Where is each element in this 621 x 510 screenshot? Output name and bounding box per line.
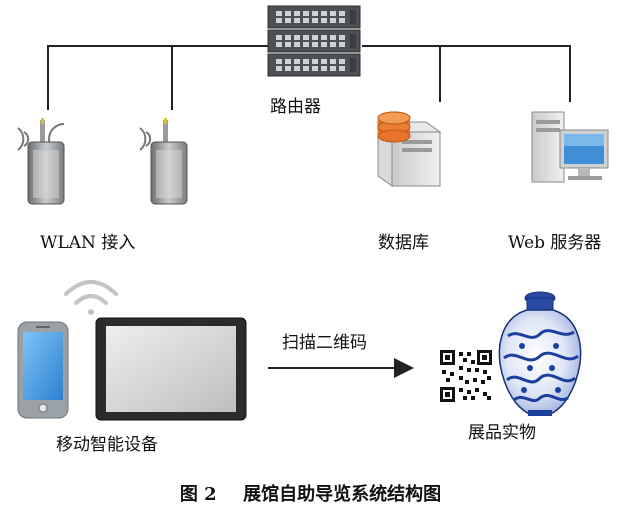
wlan-ap-icon [139,118,188,205]
figure-title: 展馆自助导览系统结构图 [243,484,442,505]
edge-router-wlan-left [47,45,268,110]
edge-router-server [362,45,571,102]
router-label: 路由器 [270,97,321,117]
tablet-icon [95,317,247,421]
figure-caption: 图 2 展馆自助导览系统结构图 [0,480,621,506]
qr-code-icon [440,350,492,402]
database-label: 数据库 [378,233,429,253]
mobile-device-label: 移动智能设备 [56,435,158,455]
exhibit-label: 展品实物 [468,423,536,443]
web-server-label: Web 服务器 [508,233,602,253]
wlan-ap-icon [17,118,65,205]
database-icon [376,111,442,187]
scan-qr-edge-label: 扫描二维码 [282,333,367,353]
connection-lines [47,45,571,110]
wifi-icon [64,280,118,315]
vase-icon [498,291,582,416]
server-icon [531,111,609,183]
wlan-label: WLAN 接入 [40,233,136,253]
figure-number: 图 2 [179,484,217,505]
phone-icon [17,321,69,419]
router-icon [267,5,361,77]
